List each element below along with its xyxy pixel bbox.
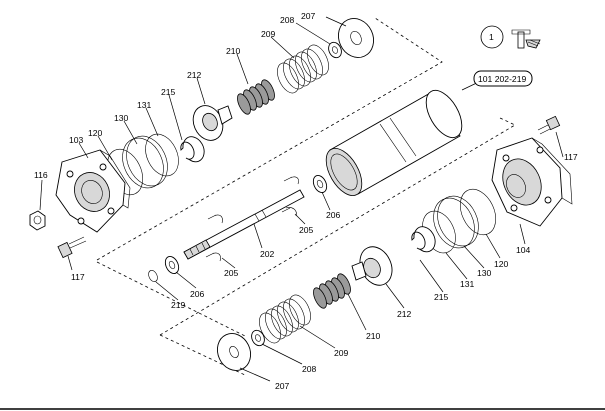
callout-206-upper: 206	[326, 210, 341, 220]
callout-131-top: 131	[137, 100, 152, 110]
cap-207-top	[337, 18, 375, 58]
callout-219: 219	[171, 300, 186, 310]
nut-116	[29, 210, 46, 231]
callout-104: 104	[516, 245, 531, 255]
callout-205-right: 205	[299, 225, 314, 235]
oring-120-right	[460, 188, 496, 236]
screw-117-left	[57, 236, 87, 259]
dashed-outline-upper	[96, 17, 443, 261]
callout-209-top: 209	[261, 29, 276, 39]
callout-210-top: 210	[226, 46, 241, 56]
index-badge-number: 1	[489, 32, 494, 42]
clips-205	[205, 176, 299, 262]
callout-212-top: 212	[187, 70, 202, 80]
seat-212-lower	[351, 246, 393, 286]
washer-208-top	[328, 41, 342, 59]
ring-130-top	[122, 135, 168, 189]
spring-210-lower	[313, 273, 351, 309]
spring-209-lower	[259, 294, 311, 344]
wrench-icon	[511, 29, 541, 49]
cap-207-lower	[216, 333, 252, 371]
callout-130-right: 130	[477, 268, 492, 278]
assembly-label: 101 202-219	[478, 74, 526, 84]
callout-207-top: 207	[301, 11, 316, 21]
washer-206-lower	[164, 256, 180, 274]
callout-207-lower: 207	[275, 381, 290, 391]
callout-120-right: 120	[494, 259, 509, 269]
leader-lines	[39, 16, 564, 382]
ring-130-right	[433, 195, 479, 249]
spring-209-top	[277, 44, 329, 94]
sleeve-101	[325, 89, 463, 196]
callout-131-right: 131	[460, 279, 475, 289]
callout-210-lower: 210	[366, 331, 381, 341]
callout-202: 202	[260, 249, 275, 259]
callout-130-top: 130	[114, 113, 129, 123]
callout-215-top: 215	[161, 87, 176, 97]
callout-117-left: 117	[71, 272, 85, 282]
callout-120-top: 120	[88, 128, 103, 138]
ring-219	[148, 270, 158, 282]
snap-ring-215-top	[180, 136, 205, 163]
callout-117-right: 117	[564, 152, 578, 162]
washer-208-lower	[251, 329, 265, 347]
index-badge: 1	[480, 25, 541, 49]
end-cap-103	[55, 149, 131, 233]
callout-205-left: 205	[224, 268, 239, 278]
callout-103: 103	[69, 135, 84, 145]
screw-117-right	[537, 115, 561, 135]
callout-116: 116	[34, 170, 48, 180]
washer-206-upper	[312, 175, 328, 193]
spring-210-top	[237, 79, 275, 115]
callout-206-lower: 206	[190, 289, 205, 299]
shaft-202	[183, 189, 305, 260]
callout-208-top: 208	[280, 15, 295, 25]
callout-215-right: 215	[434, 292, 449, 302]
snap-ring-215-right	[411, 226, 436, 253]
seat-212-top	[192, 105, 233, 141]
callout-208-lower: 208	[302, 364, 317, 374]
callout-212-lower: 212	[397, 309, 412, 319]
ring-131-top	[145, 133, 179, 177]
assembly-label-box: 101 202-219	[473, 70, 533, 87]
end-cap-104	[491, 137, 573, 227]
callout-209-lower: 209	[334, 348, 349, 358]
